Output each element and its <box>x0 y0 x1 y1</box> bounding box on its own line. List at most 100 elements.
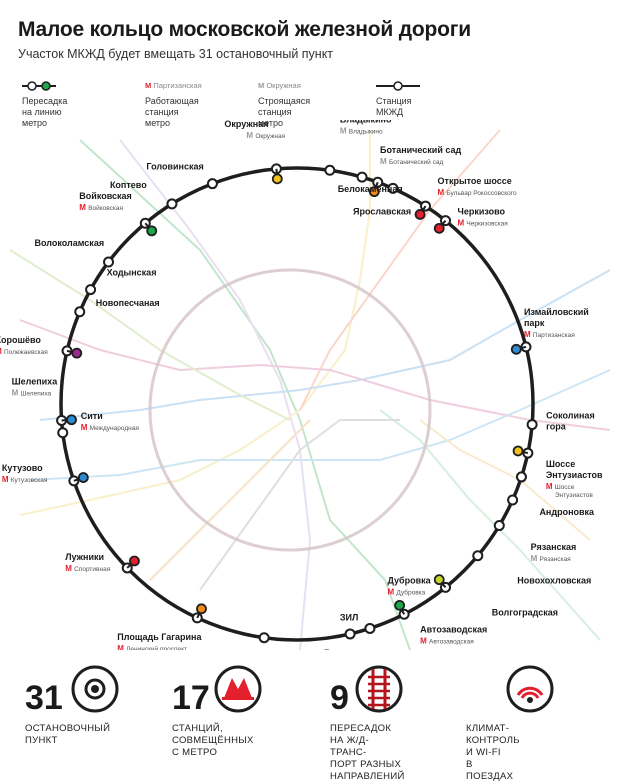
station-marker <box>473 551 482 560</box>
transfer-marker <box>512 345 521 354</box>
station-name: Волгоградская <box>492 608 558 618</box>
metro-icon: M <box>258 81 264 90</box>
stat-label: ОСТАНОВОЧНЫЙ ПУНКТ <box>25 723 110 747</box>
station-name: Лужники <box>65 552 104 562</box>
metro-name: M Владыкино <box>340 126 383 135</box>
transfer-marker <box>67 415 76 424</box>
station-name: Окружная <box>224 120 268 129</box>
station-marker <box>358 173 367 182</box>
station-26 <box>86 285 95 294</box>
station-9 <box>514 446 533 457</box>
station-marker <box>86 285 95 294</box>
transfer-marker <box>273 174 282 183</box>
transfer-marker <box>435 224 444 233</box>
station-16 <box>365 624 374 633</box>
railway-icon <box>355 665 403 713</box>
station-7 <box>512 342 531 353</box>
legend-building-sample: Окружная <box>266 81 300 90</box>
station-0 <box>272 164 282 183</box>
transfer-marker <box>79 473 88 482</box>
station-name: Коптево <box>110 180 147 190</box>
station-name: Сити <box>81 411 103 421</box>
transfer-marker <box>147 226 156 235</box>
page-title: Малое кольцо московской железной дороги <box>18 18 471 42</box>
station-25 <box>75 307 84 316</box>
station-name: Дубровка <box>388 575 432 585</box>
station-name: ЗИЛ <box>340 612 358 622</box>
metro-name: M Рязанская <box>531 554 572 563</box>
station-marker <box>346 629 355 638</box>
station-marker <box>75 307 84 316</box>
metro-icon: M <box>145 81 151 90</box>
station-marker <box>508 495 517 504</box>
station-marker <box>325 166 334 175</box>
stat-number: 17 <box>172 679 210 718</box>
station-marker <box>528 420 537 429</box>
station-name: Черкизово <box>458 207 506 217</box>
stat-label: ПЕРЕСАДОК НА Ж/Д-ТРАНС- ПОРТ РАЗНЫХ НАПР… <box>330 723 405 783</box>
station-name: Новопесчаная <box>96 298 160 308</box>
station-name: Площадь Гагарина <box>117 632 202 642</box>
metro-name: M Войковская <box>79 203 123 212</box>
station-marker <box>104 257 113 266</box>
station-name: Ярославская <box>353 206 411 216</box>
station-18 <box>260 633 269 642</box>
station-12 <box>495 521 504 530</box>
metro-name: M Окружная <box>246 131 285 140</box>
transfer-marker <box>197 604 206 613</box>
station-24 <box>63 346 82 357</box>
metro-name: M Шелепиха <box>12 388 52 397</box>
transfer-marker <box>514 446 523 455</box>
station-30 <box>208 179 217 188</box>
station-name: Автозаводская <box>420 624 487 634</box>
station-marker <box>193 613 202 622</box>
station-6 <box>435 216 450 233</box>
station-marker <box>517 472 526 481</box>
station-8 <box>528 420 537 429</box>
metro-name: M Кутузовская <box>2 475 48 484</box>
station-name: Новохохловская <box>517 576 591 586</box>
station-icon <box>71 665 119 713</box>
station-11 <box>508 495 517 504</box>
metro-name: M Международная <box>81 423 140 432</box>
station-name: Рязанская <box>531 542 577 552</box>
station-icon <box>376 80 420 92</box>
metro-name: M Дубровка <box>388 587 426 596</box>
legend-station-text: Станция МКЖД <box>376 96 412 118</box>
page-subtitle: Участок МКЖД будет вмещать 31 остановочн… <box>18 47 333 61</box>
metro-icon <box>214 665 262 713</box>
transfer-marker <box>416 210 425 219</box>
station-14 <box>435 575 450 592</box>
station-name: Хорошёво <box>0 335 41 345</box>
station-27 <box>104 257 113 266</box>
metro-name: M Ленинский проспект <box>117 644 187 650</box>
stat-label: СТАНЦИЙ, СОВМЕЩЁННЫХ С МЕТРО <box>172 723 254 759</box>
station-marker <box>167 199 176 208</box>
metro-name: M Полежаевская <box>0 347 48 356</box>
station-17 <box>346 629 355 638</box>
transfer-marker <box>72 349 81 358</box>
station-13 <box>473 551 482 560</box>
metro-name: M Спортивная <box>65 564 110 573</box>
station-29 <box>167 199 176 208</box>
station-marker <box>365 624 374 633</box>
metro-name: M Партизанская <box>524 330 575 339</box>
station-20 <box>123 556 139 572</box>
wifi-icon <box>506 665 554 713</box>
station-marker <box>208 179 217 188</box>
station-name: Шелепиха <box>12 376 59 386</box>
station-name: Головинская <box>146 162 203 172</box>
metro-name: M Автозаводская <box>420 636 474 645</box>
station-name: Владыкино <box>340 120 392 124</box>
transfer-marker <box>395 601 404 610</box>
transfer-icon <box>22 80 56 92</box>
station-name: Андроновка <box>539 507 595 517</box>
station-2 <box>358 173 367 182</box>
metro-name: M Ботанический сад <box>380 157 443 166</box>
legend-working-sample: Партизанская <box>153 81 201 90</box>
